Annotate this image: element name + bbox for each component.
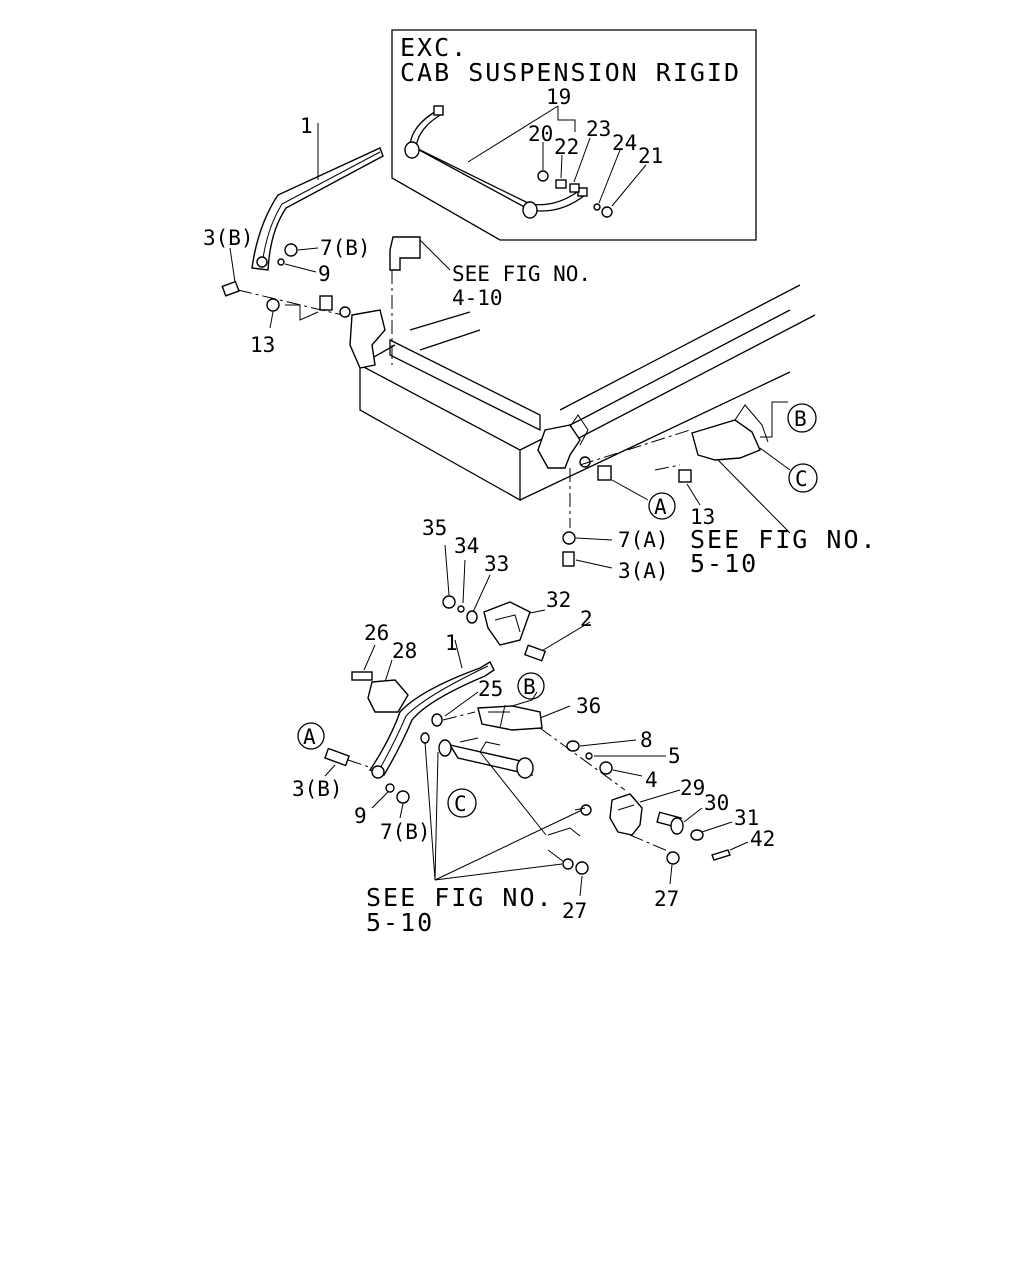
callout-3a: 3(A) [618,559,669,583]
callout-26: 26 [364,621,389,645]
ref-fig-5-10-bottom-line2: 5-10 [366,908,434,937]
svg-text:C: C [795,467,808,491]
marker-c-top: C [788,463,818,493]
callout-23: 23 [586,117,611,141]
ref-fig-4-10-line2: 4-10 [452,286,503,310]
callout-27-right: 27 [654,887,679,911]
callout-3b-top: 3(B) [203,226,254,250]
lower-assembly: 35 34 33 32 2 26 28 1 25 36 8 5 4 [292,516,775,937]
callout-36: 36 [576,694,601,718]
callout-8: 8 [640,728,653,752]
callout-42: 42 [750,827,775,851]
inset-panel: EXC. CAB SUSPENSION RIGID 19 20 22 23 24… [391,29,757,241]
svg-text:A: A [303,725,316,749]
callout-22: 22 [554,135,579,159]
callout-35: 35 [422,516,447,540]
cross-member-box [359,363,521,502]
callout-1-top: 1 [300,114,313,138]
ref-fig-4-10-line1: SEE FIG NO. [452,262,591,286]
marker-c-bottom: C [447,788,477,818]
callout-7b-top: 7(B) [320,236,371,260]
callout-25: 25 [478,677,503,701]
callout-1-bottom: 1 [445,631,458,655]
callout-33: 33 [484,552,509,576]
callout-19: 19 [546,85,571,109]
marker-b-top: B [787,403,817,433]
bracket-36 [477,705,543,731]
inset-title-line2: CAB SUSPENSION RIGID [400,58,741,87]
callout-4: 4 [645,768,658,792]
svg-text:C: C [454,792,467,816]
callout-21: 21 [638,144,663,168]
callout-2: 2 [580,607,593,631]
shock-absorber [438,737,581,837]
callout-32: 32 [546,588,571,612]
callout-20: 20 [528,122,553,146]
ref-fig-5-10-top-line1: SEE FIG NO. [690,525,878,554]
callout-9-top: 9 [318,262,331,286]
callout-13-left: 13 [250,333,275,357]
callout-29: 29 [680,776,705,800]
marker-b-bottom: B [517,672,545,700]
callout-24: 24 [612,131,637,155]
stabilizer-bar [404,105,588,219]
ref-fig-5-10-top-line2: 5-10 [690,549,758,578]
upper-assembly: 1 3(B) 7(B) 9 13 SEE FIG NO. 4-10 [203,114,878,583]
ref-fig-5-10-bottom-line1: SEE FIG NO. [366,883,554,912]
callout-28: 28 [392,639,417,663]
marker-a-top: A [648,492,676,520]
callout-7b-bottom: 7(B) [380,820,431,844]
callout-31: 31 [734,806,759,830]
bracket-32 [483,601,531,646]
callout-3b-bottom: 3(B) [292,777,343,801]
callout-27-left: 27 [562,899,587,923]
callout-13-right: 13 [690,505,715,529]
svg-text:A: A [654,495,667,519]
callout-5: 5 [668,744,681,768]
inset-hardware [537,170,613,218]
callout-7a: 7(A) [618,528,669,552]
callout-9-bottom: 9 [354,804,367,828]
svg-text:B: B [794,407,807,431]
inset-title-line1: EXC. [400,33,468,62]
callout-30: 30 [704,791,729,815]
callout-34: 34 [454,534,479,558]
marker-a-bottom: A [297,722,325,750]
bracket-29 [609,793,643,836]
svg-text:B: B [523,675,536,699]
